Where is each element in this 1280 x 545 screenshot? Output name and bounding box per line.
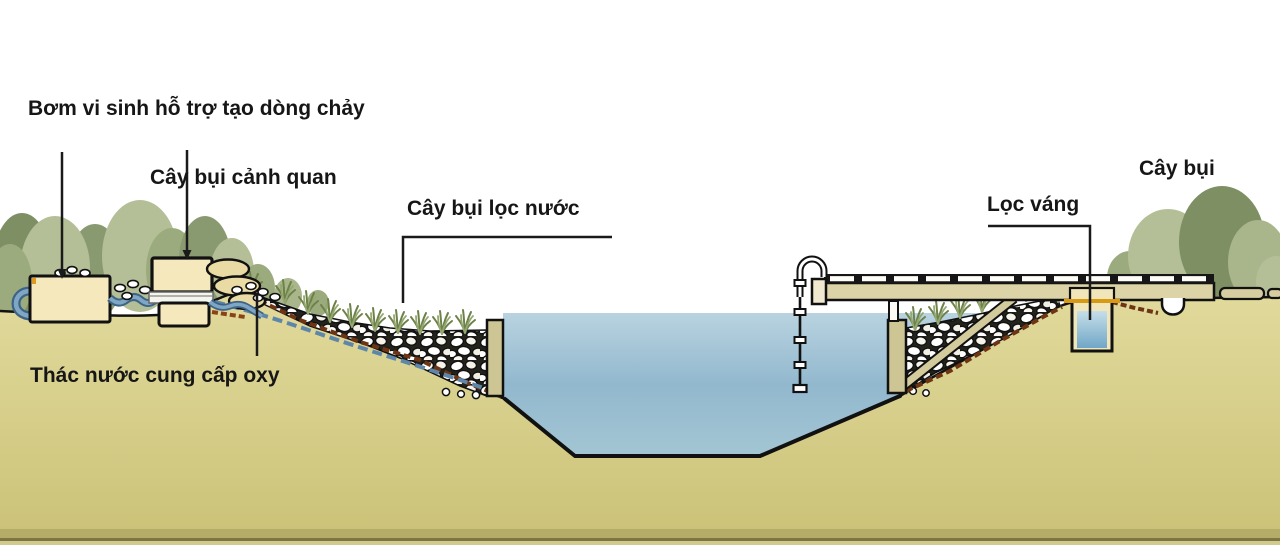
label-skimmer: Lọc váng — [987, 193, 1080, 216]
buried-pipe-blue — [214, 300, 496, 394]
label-waterfall-oxygen: Thác nước cung cấp oxy — [30, 364, 280, 387]
label-water-filter-shrubs: Cây bụi lọc nước — [407, 197, 580, 220]
biofilter-pump-assembly — [11, 256, 281, 328]
label-microbial-pump: Bơm vi sinh hỗ trợ tạo dòng chảy — [28, 97, 365, 120]
stepping-pavers — [1218, 286, 1280, 301]
pond-liner-outline — [503, 394, 902, 458]
spillway-lip — [148, 291, 214, 304]
label-shrubs: Cây bụi — [1139, 157, 1215, 180]
hose-end-weight — [792, 383, 808, 394]
label-landscape-shrubs: Cây bụi cảnh quan — [150, 166, 337, 189]
leader-line-skimmer — [988, 224, 1092, 320]
biofilter-box-upper — [150, 256, 214, 294]
deck-boards-base — [824, 274, 1214, 284]
ground-dark-strip — [0, 529, 1280, 539]
biofilter-box-lower — [157, 301, 211, 328]
leader-lines — [57, 150, 1092, 356]
support-beam — [900, 295, 1017, 389]
deck-boardwalk — [810, 274, 1216, 306]
retaining-post-right — [886, 318, 908, 395]
deck-plank — [822, 281, 1216, 302]
retaining-post-left — [485, 318, 505, 398]
pump-indicator — [32, 278, 36, 284]
pump-box — [28, 274, 112, 324]
leader-line-filter-shrubs — [401, 235, 612, 303]
ground-terrain — [0, 294, 1280, 545]
deck-end-cap — [810, 277, 828, 306]
deck-support-pipe — [888, 300, 899, 322]
skimmer-box — [1064, 286, 1120, 353]
pond-water — [503, 313, 985, 456]
skimmer-water — [1077, 311, 1107, 348]
drain-pipe-opening — [1160, 298, 1186, 316]
aeration-pipe-and-chain — [792, 255, 828, 394]
